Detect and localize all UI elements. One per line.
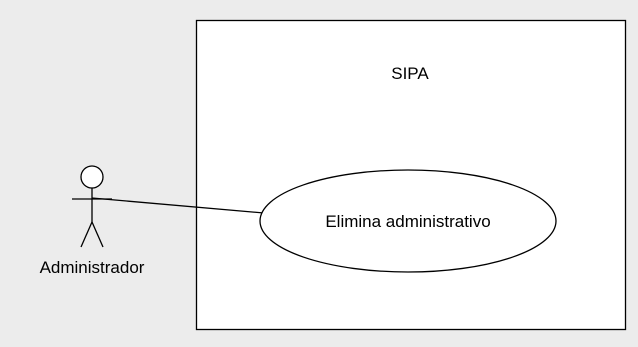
stick-figure-icon bbox=[72, 165, 112, 248]
use-case-label: Elimina administrativo bbox=[325, 212, 490, 231]
actor[interactable]: Administrador bbox=[40, 165, 145, 277]
association-line bbox=[91, 197, 265, 214]
use-case[interactable]: Elimina administrativo bbox=[259, 169, 557, 273]
system-name: SIPA bbox=[391, 64, 429, 83]
use-case-ellipse[interactable] bbox=[259, 169, 557, 273]
actor-name: Administrador bbox=[40, 258, 145, 277]
